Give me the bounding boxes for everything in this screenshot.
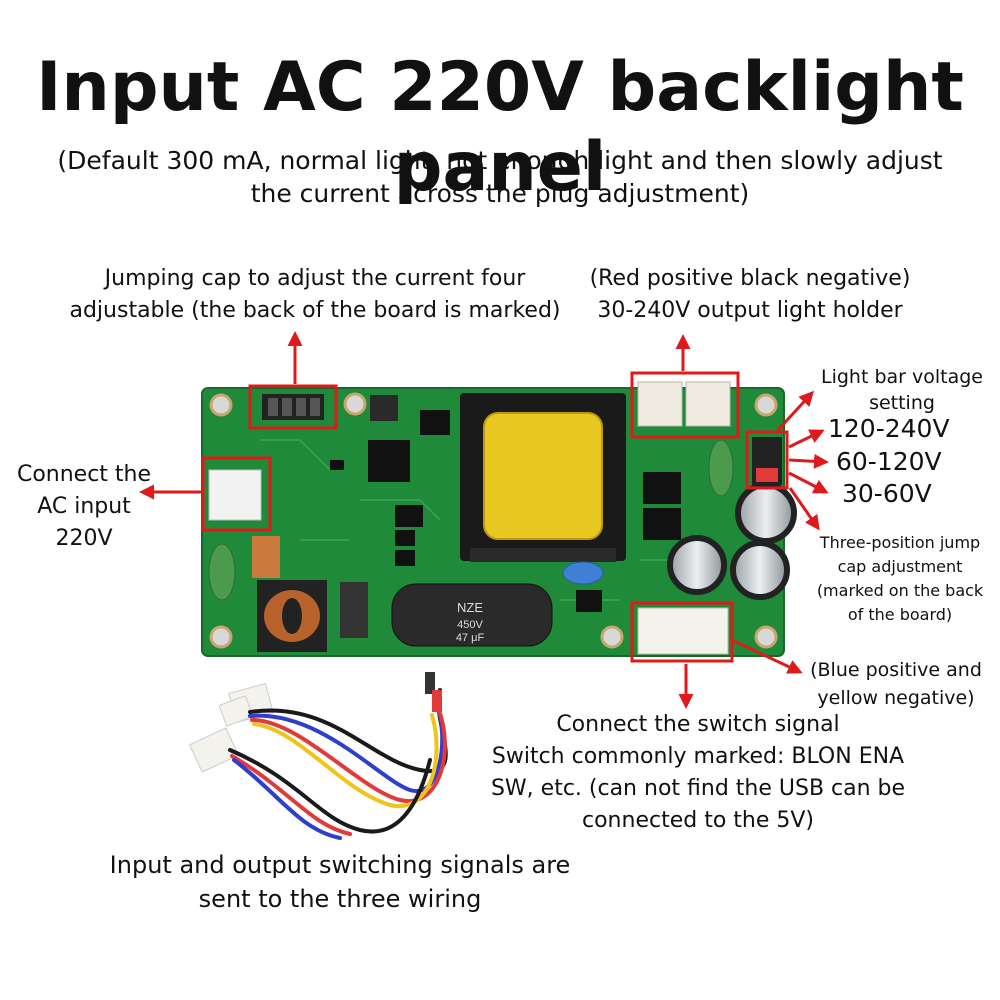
label-blue-yellow: (Blue positive and yellow negative) — [796, 656, 996, 712]
label-jumping-cap-line-2: adjustable (the back of the board is mar… — [69, 298, 561, 323]
label-voltage-120-240: 120-240V — [828, 414, 950, 443]
arrow-voltage-setting — [776, 390, 815, 432]
label-blue-yellow-line-2: yellow negative) — [817, 687, 975, 709]
label-ac-input-line-1: Connect the — [16, 462, 152, 487]
bulk-capacitor: NZE 450V 47 μF — [391, 583, 553, 647]
highlight-current-jumper — [248, 384, 338, 430]
label-ac-input: Connect the AC input 220V — [4, 459, 164, 555]
label-switch-signal: Connect the switch signal Switch commonl… — [478, 709, 918, 837]
label-jumping-cap: Jumping cap to adjust the current four a… — [60, 263, 570, 327]
label-output-holder-line-2: 30-240V output light holder — [597, 298, 903, 323]
output-connectors — [637, 381, 731, 427]
capacitor-rating-text: 450V — [457, 619, 483, 631]
highlight-ac-input — [201, 456, 272, 532]
label-voltage-60-120: 60-120V — [836, 447, 942, 476]
label-wiring-line-2: sent to the three wiring — [198, 885, 482, 913]
label-three-position: Three-position jump cap adjustment (mark… — [802, 531, 998, 627]
label-voltage-30-60: 30-60V — [842, 479, 932, 508]
label-three-position-line-4: of the board) — [847, 605, 953, 624]
transformer — [460, 393, 626, 562]
label-voltage-setting: Light bar voltage setting — [808, 364, 996, 416]
label-three-position-line-3: (marked on the back — [816, 581, 984, 600]
label-switch-line-3: SW, etc. (can not find the USB can be — [490, 776, 906, 801]
arrow-three-position — [788, 487, 820, 531]
highlight-boxes — [201, 371, 789, 663]
label-ac-input-line-2: AC input — [37, 494, 131, 519]
arrow-blue-yellow — [733, 639, 803, 674]
subtitle-line-1: (Default 300 mA, normal light, not enoug… — [57, 146, 943, 175]
label-wiring: Input and output switching signals are s… — [60, 848, 620, 916]
arrow-30-60 — [788, 471, 829, 494]
callout-arrows — [139, 331, 829, 709]
highlight-voltage-jumper — [745, 430, 789, 490]
pcb-board: NZE 450V 47 μF — [201, 381, 797, 657]
label-switch-line-1: Connect the switch signal — [556, 712, 840, 737]
capacitor-value-text: 47 μF — [456, 632, 485, 644]
mounting-holes — [209, 392, 778, 649]
highlight-switch-connector — [630, 601, 734, 663]
label-blue-yellow-line-1: (Blue positive and — [810, 659, 982, 681]
label-switch-line-2: Switch commonly marked: BLON ENA — [491, 744, 905, 769]
output-capacitors — [667, 482, 797, 600]
label-three-position-line-1: Three-position jump — [819, 533, 981, 552]
label-jumping-cap-line-1: Jumping cap to adjust the current four — [104, 266, 526, 291]
wiring-harness — [188, 672, 448, 840]
capacitor-brand-text: NZE — [457, 600, 483, 615]
ac-input-connector — [208, 469, 262, 521]
label-voltage-setting-line-2: setting — [869, 392, 935, 414]
label-ac-input-line-3: 220V — [55, 526, 113, 551]
label-output-holder-line-1: (Red positive black negative) — [589, 266, 911, 291]
arrow-120-240 — [788, 429, 825, 449]
label-wiring-line-1: Input and output switching signals are — [109, 851, 571, 879]
arrow-60-120 — [788, 453, 829, 469]
label-three-position-line-2: cap adjustment — [837, 557, 963, 576]
label-output-holder: (Red positive black negative) 30-240V ou… — [570, 263, 930, 327]
page-title: Input AC 220V backlight panel — [36, 48, 964, 207]
subtitle-line-2: the current across the plug adjustment) — [250, 179, 750, 208]
highlight-output-holder — [630, 371, 740, 439]
switch-signal-connector — [637, 607, 729, 655]
label-switch-line-4: connected to the 5V) — [582, 808, 814, 833]
label-voltage-setting-line-1: Light bar voltage — [820, 366, 983, 388]
page-subtitle: (Default 300 mA, normal light, not enoug… — [40, 144, 960, 210]
voltage-jumper — [752, 437, 782, 485]
current-jumper-pins — [262, 394, 324, 420]
choke-coil — [257, 580, 368, 652]
